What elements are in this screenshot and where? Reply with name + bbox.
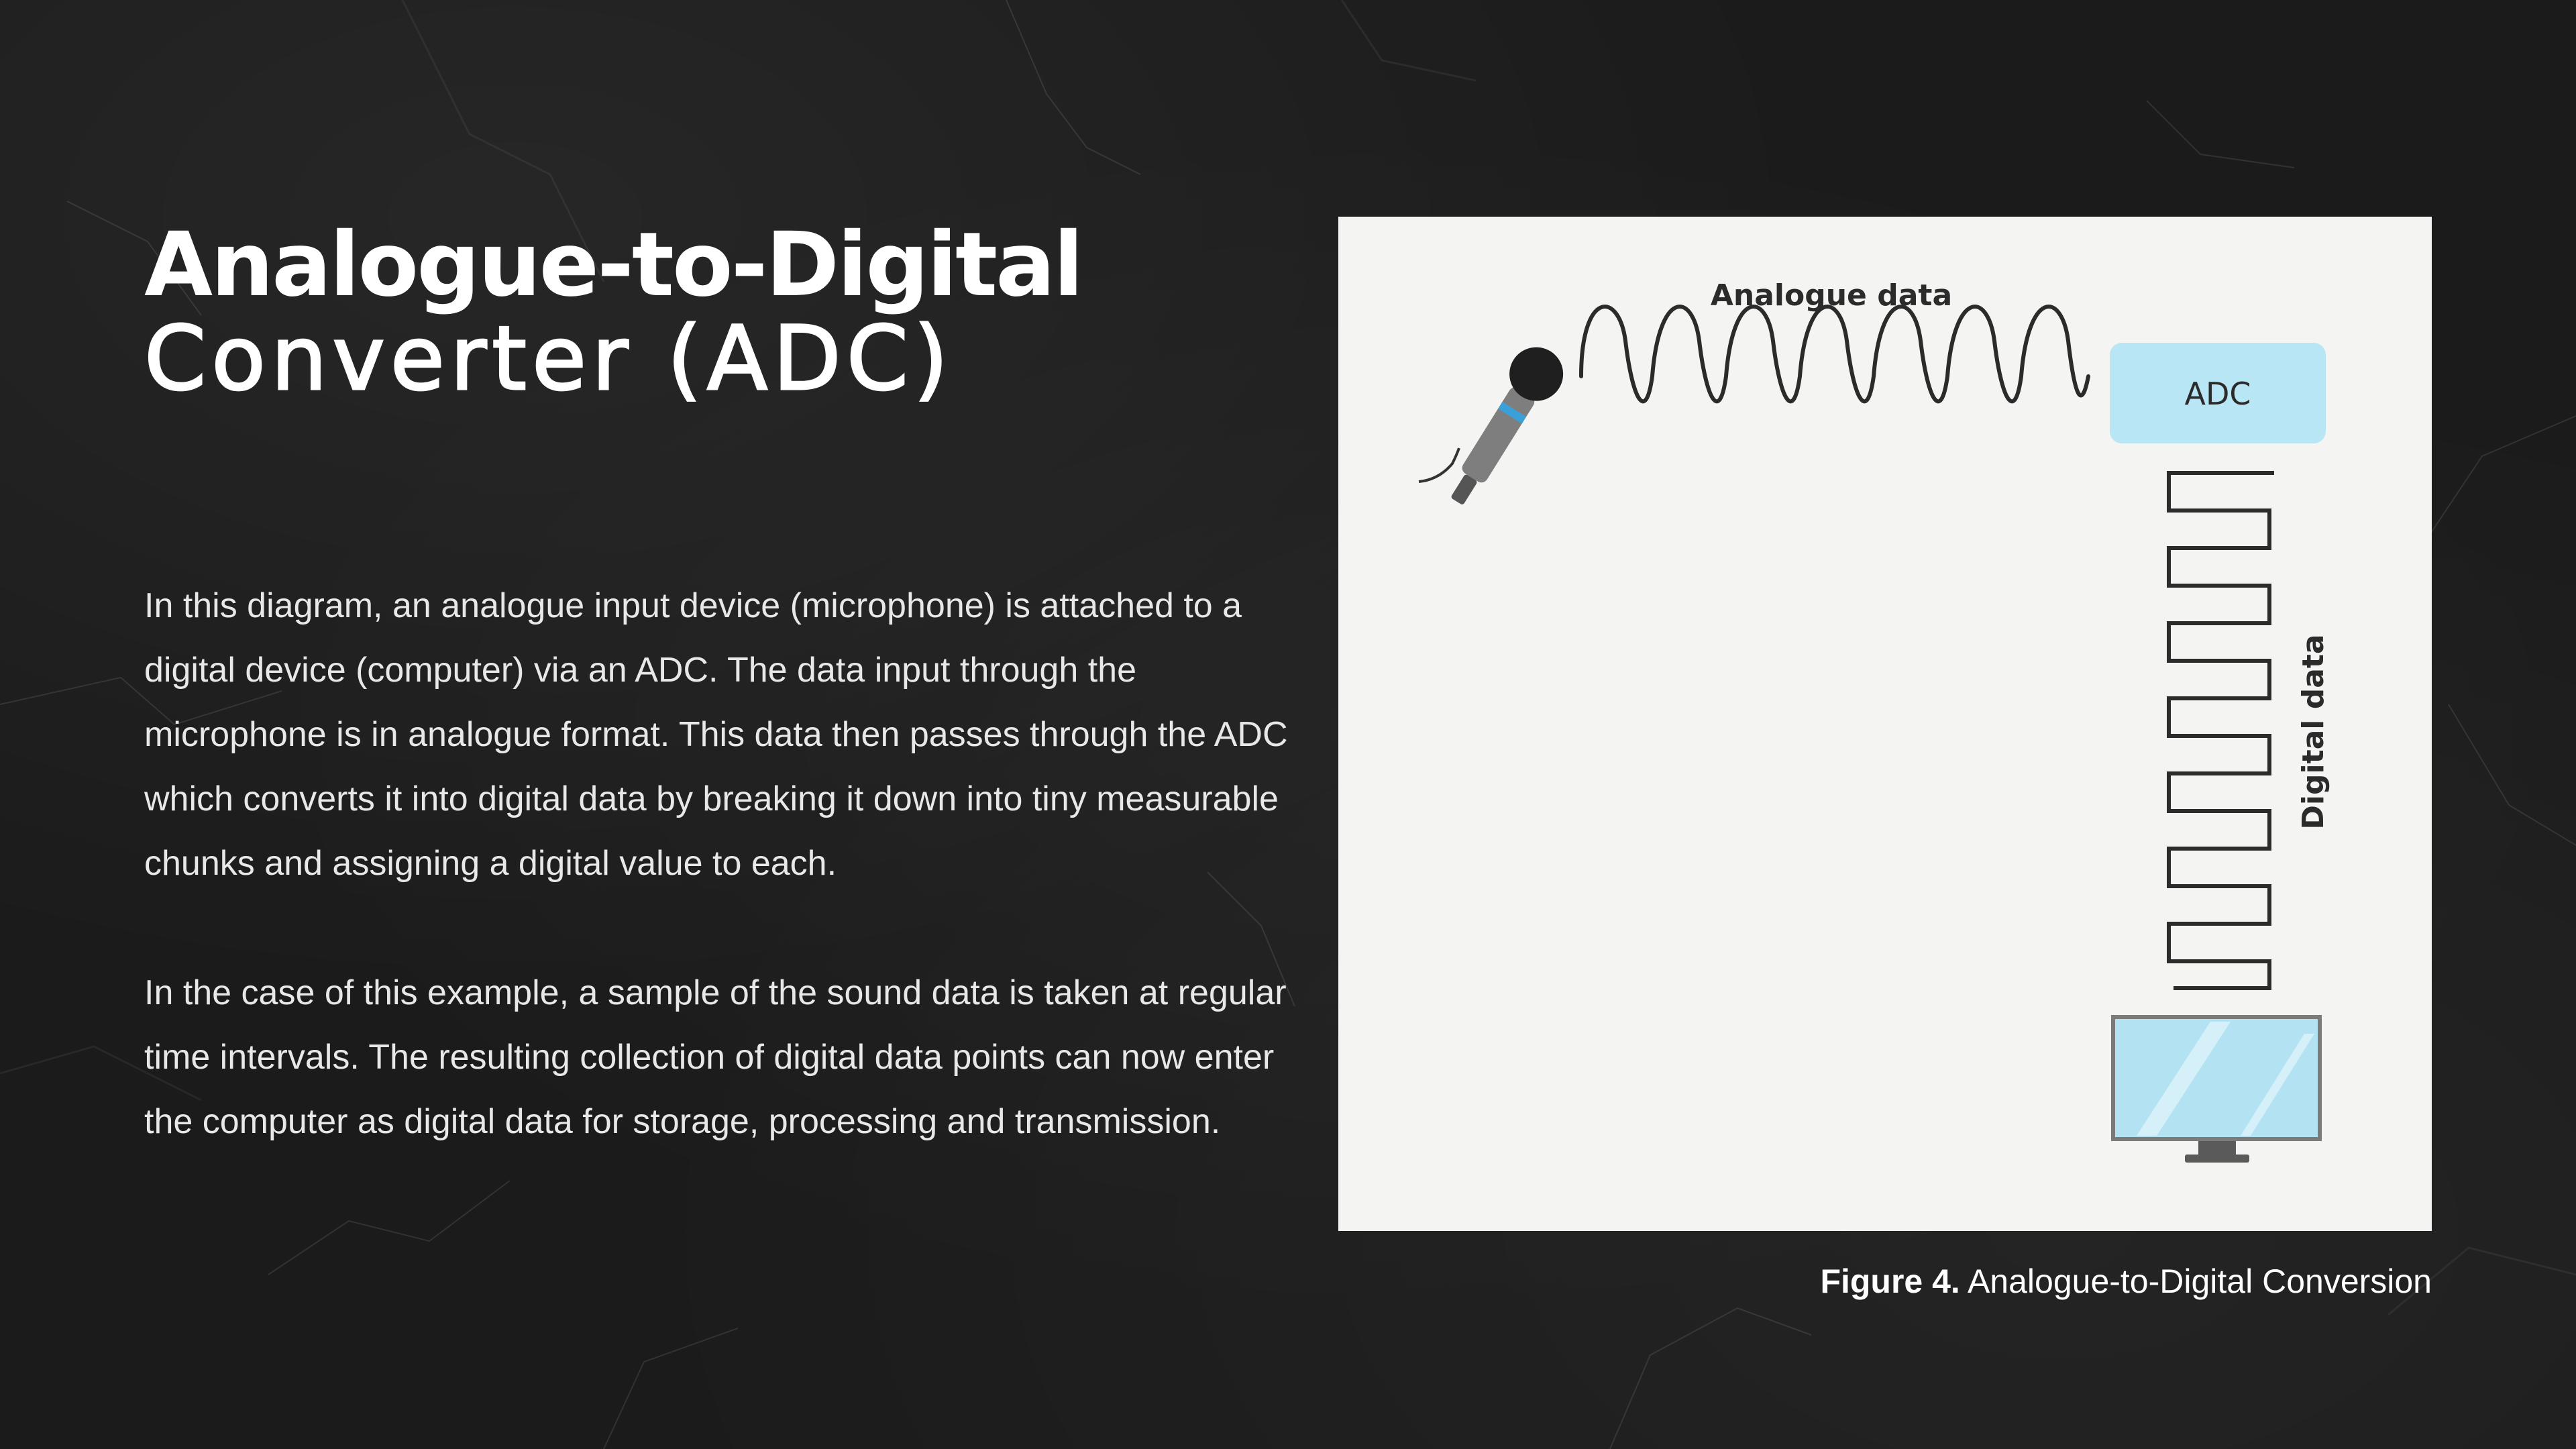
page-title: Analogue-to-Digital Converter (ADC) <box>143 213 1083 411</box>
title-line-1: Analogue-to-Digital <box>144 213 1083 317</box>
title-line-2: Converter (ADC) <box>143 307 954 411</box>
figure-caption-text: Analogue-to-Digital Conversion <box>1967 1263 2432 1300</box>
microphone-icon <box>1418 347 1564 504</box>
digital-square-wave <box>2167 471 2274 990</box>
body-paragraph-2: In the case of this example, a sample of… <box>144 973 1287 1141</box>
adc-diagram-panel: Analogue data ADC Digital data <box>1338 217 2432 1231</box>
figure-number: Figure 4. <box>1820 1263 1960 1300</box>
figure-caption: Figure 4. Analogue-to-Digital Conversion <box>1820 1254 2432 1308</box>
adc-diagram: Analogue data ADC Digital data <box>1418 278 2330 1163</box>
monitor-icon <box>2111 1015 2322 1163</box>
body-paragraph-1: In this diagram, an analogue input devic… <box>144 586 1288 883</box>
adc-box: ADC <box>2110 343 2326 443</box>
digital-data-label: Digital data <box>2296 634 2330 829</box>
analogue-wave <box>1579 305 2090 404</box>
adc-label: ADC <box>2184 376 2251 412</box>
